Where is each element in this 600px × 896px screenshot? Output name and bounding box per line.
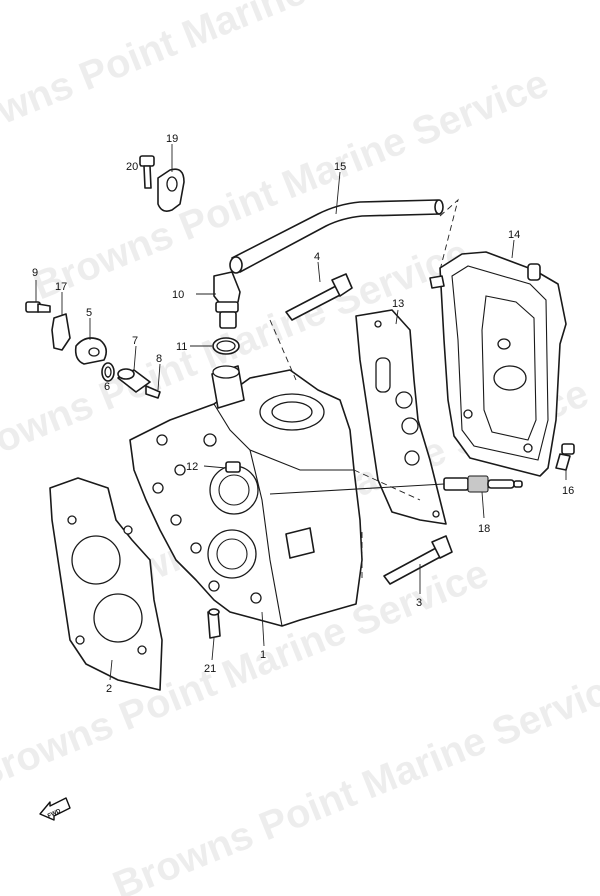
callout-4: 4 (314, 251, 320, 263)
callout-1: 1 (260, 649, 266, 661)
callout-21: 21 (204, 663, 216, 675)
part-17-clip (51, 313, 71, 351)
part-14-cylinder-head-cover (429, 251, 567, 477)
part-10-fitting (213, 271, 241, 329)
callout-18: 18 (478, 523, 490, 535)
callout-2: 2 (106, 683, 112, 695)
part-21-pin (207, 608, 221, 639)
leader-lines (35, 144, 567, 681)
part-1-cylinder-head (129, 365, 363, 627)
part-6-washer (101, 362, 115, 382)
callout-8: 8 (156, 353, 162, 365)
part-19-bracket (157, 168, 185, 212)
fwd-arrow-icon: FWD (39, 797, 71, 821)
callout-20: 20 (126, 161, 138, 173)
part-18-spark-plug (443, 475, 523, 493)
fwd-label: FWD (47, 808, 63, 819)
callout-16: 16 (562, 485, 574, 497)
callout-6: 6 (104, 381, 110, 393)
callout-9: 9 (32, 267, 38, 279)
part-15-hose (229, 199, 444, 274)
part-4-bolt (285, 273, 353, 321)
callout-12: 12 (186, 461, 198, 473)
callout-10: 10 (172, 289, 184, 301)
callout-15: 15 (334, 161, 346, 173)
part-7-sleeve (117, 368, 151, 393)
callout-3: 3 (416, 597, 422, 609)
part-11-o-ring (212, 337, 240, 355)
callout-11: 11 (176, 341, 187, 353)
part-5-spacer (74, 337, 108, 365)
callout-7: 7 (132, 335, 138, 347)
part-20-bolt (139, 155, 155, 189)
callout-5: 5 (86, 307, 92, 319)
part-8-screw (145, 385, 161, 399)
part-2-cylinder-head-gasket (49, 477, 163, 691)
callout-14: 14 (508, 229, 520, 241)
callout-17: 17 (55, 281, 67, 293)
part-13-cover-gasket (355, 309, 447, 525)
callout-13: 13 (392, 298, 404, 310)
relation-lines (269, 198, 459, 580)
part-16-bolt (555, 443, 575, 471)
part-9-bolt (25, 301, 51, 313)
callout-labels: 19 20 15 14 4 9 17 10 13 5 7 11 8 6 12 1… (32, 133, 574, 695)
callout-19: 19 (166, 133, 178, 145)
part-3-bolt (383, 535, 453, 585)
